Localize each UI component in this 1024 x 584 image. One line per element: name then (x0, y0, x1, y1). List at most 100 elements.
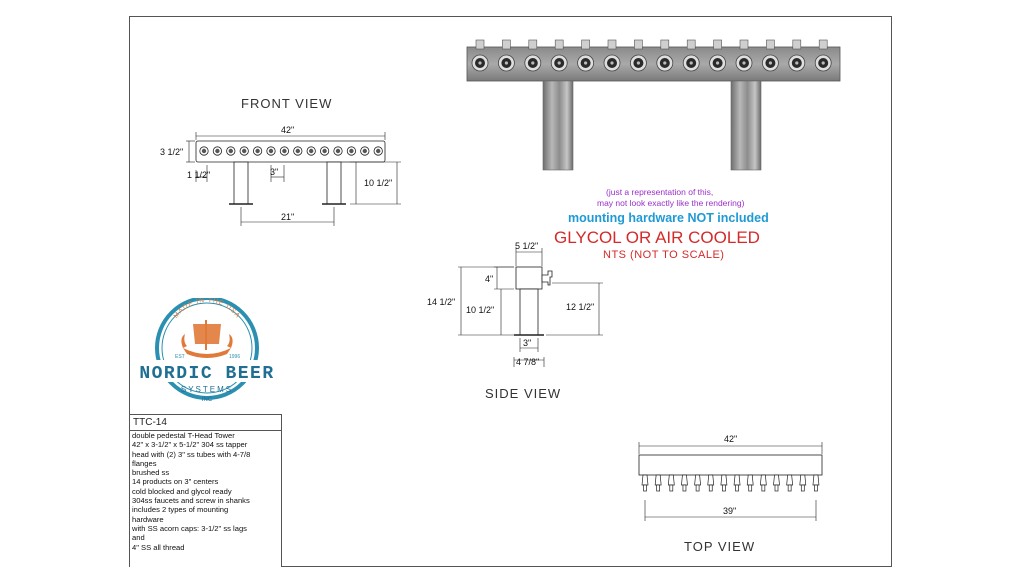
rendering-pedestal-right (730, 80, 762, 171)
rendering-faucet (603, 39, 621, 72)
front-dim-head-height: 3 1/2" (160, 147, 184, 157)
front-faucet (373, 146, 383, 156)
spec-line: flanges (132, 458, 157, 468)
front-faucet (199, 146, 209, 156)
logo-name: NORDIC BEER (139, 364, 274, 384)
rendering-faucet (577, 39, 594, 72)
side-head (515, 266, 543, 290)
top-dim-faucet-span: 39" (723, 506, 737, 516)
front-faucet (319, 146, 330, 156)
top-faucet (812, 474, 820, 492)
front-view-drawing (186, 132, 401, 226)
rendering-faucet (550, 39, 568, 72)
front-faucets (199, 146, 383, 156)
logo-subtitle: SYSTEMS (181, 385, 233, 394)
logo-banner (133, 360, 281, 382)
front-dim-width: 42" (281, 125, 295, 135)
top-faucet (707, 474, 715, 492)
spec-line: and (132, 533, 145, 543)
front-faucet (266, 146, 276, 156)
spec-line: 42" x 3-1/2" x 5-1/2" 304 ss tapper (132, 440, 248, 450)
front-view-title: FRONT VIEW (241, 96, 333, 111)
spec-line: 4" SS all thread (132, 542, 185, 552)
rendering-head-bar (466, 46, 841, 82)
front-dim-leg-spacing: 21" (281, 212, 295, 222)
top-faucet (641, 474, 649, 492)
side-dim-total-height: 14 1/2" (427, 297, 456, 307)
side-view-drawing (458, 248, 603, 367)
rendering-faucet (709, 39, 726, 72)
front-faucet (226, 146, 236, 156)
note-cooling: GLYCOL OR AIR COOLED (554, 228, 760, 247)
logo-est-left: EST (175, 354, 185, 360)
rendering-faucet (497, 39, 515, 72)
front-dim-center: 3" (270, 167, 279, 177)
top-faucet (681, 474, 688, 492)
spec-line: brushed ss (132, 468, 170, 478)
spec-line: with SS acorn caps: 3-1/2" ss lags (132, 523, 247, 533)
front-faucet (239, 146, 249, 156)
top-faucet (786, 474, 794, 492)
note-representation-line2: may not look exactly like the rendering) (597, 198, 745, 208)
spec-line: head with (2) 3" ss tubes with 4-7/8 (132, 449, 251, 459)
rendering-faucet (630, 39, 647, 72)
logo-arc-text: MADE IN THE USA (173, 298, 242, 320)
nordic-beer-logo: MADE IN THE USA EST 1996 NORDIC BEER SYS… (131, 296, 283, 410)
front-faucet (293, 146, 303, 156)
front-faucet (253, 146, 263, 156)
top-faucets (641, 474, 820, 492)
spec-line: includes 2 types of mounting (132, 505, 229, 515)
viking-ship-icon (181, 320, 233, 358)
top-faucet (733, 474, 741, 492)
spec-line: 304ss faucets and screw in shanks (132, 496, 250, 506)
side-dim-faucet-height: 12 1/2" (566, 302, 595, 312)
front-faucet (279, 146, 289, 156)
note-mounting-hardware: mounting hardware NOT included (568, 211, 769, 225)
front-head (195, 140, 386, 163)
front-faucet (360, 146, 370, 156)
side-dim-head-depth: 5 1/2" (515, 241, 539, 251)
side-view-title: SIDE VIEW (485, 386, 562, 401)
logo-inner-ring (161, 302, 253, 394)
rendering-faucet (656, 39, 674, 72)
top-faucet (694, 474, 701, 492)
top-faucet (667, 474, 675, 492)
front-faucet (212, 146, 222, 156)
top-dim-width: 42" (724, 434, 738, 444)
spec-line: double pedestal T-Head Tower (132, 431, 235, 440)
rendering-faucet (814, 39, 832, 72)
logo-ring (155, 296, 259, 400)
spec-line: 14 products on 3" centers (132, 477, 219, 487)
side-dim-tube-height: 10 1/2" (466, 305, 495, 315)
drawing-sheet (129, 16, 892, 567)
note-scale: NTS (NOT TO SCALE) (603, 249, 725, 261)
rendering-faucet (788, 39, 806, 72)
top-faucet (654, 474, 662, 492)
rendering-faucets (471, 39, 832, 72)
side-tube (519, 288, 539, 336)
logo-graphic: MADE IN THE USA EST 1996 NORDIC BEER SYS… (133, 296, 281, 403)
top-head (638, 454, 823, 476)
rendering-faucet (735, 39, 753, 72)
top-faucet (759, 474, 767, 492)
note-representation-line1: (just a representation of this, (606, 187, 714, 197)
front-faucet (306, 146, 316, 156)
top-view-drawing (638, 442, 823, 521)
spec-model-code: TTC-14 (130, 415, 281, 431)
spec-line: hardware (132, 514, 164, 524)
top-faucet (746, 474, 754, 492)
spec-line: cold blocked and glycol ready (132, 486, 232, 496)
front-faucet (346, 146, 356, 156)
front-leg-right (326, 161, 342, 205)
top-faucet (799, 474, 807, 492)
rendering-faucet (471, 39, 489, 72)
logo-est-right: 1996 (229, 354, 240, 360)
top-faucet (720, 474, 728, 492)
front-dim-leg-height: 10 1/2" (364, 178, 393, 188)
side-faucet-icon (541, 270, 553, 286)
logo-inc: INC (202, 397, 213, 403)
side-dim-tube-width: 3" (523, 338, 532, 348)
front-leg-left (233, 161, 249, 205)
